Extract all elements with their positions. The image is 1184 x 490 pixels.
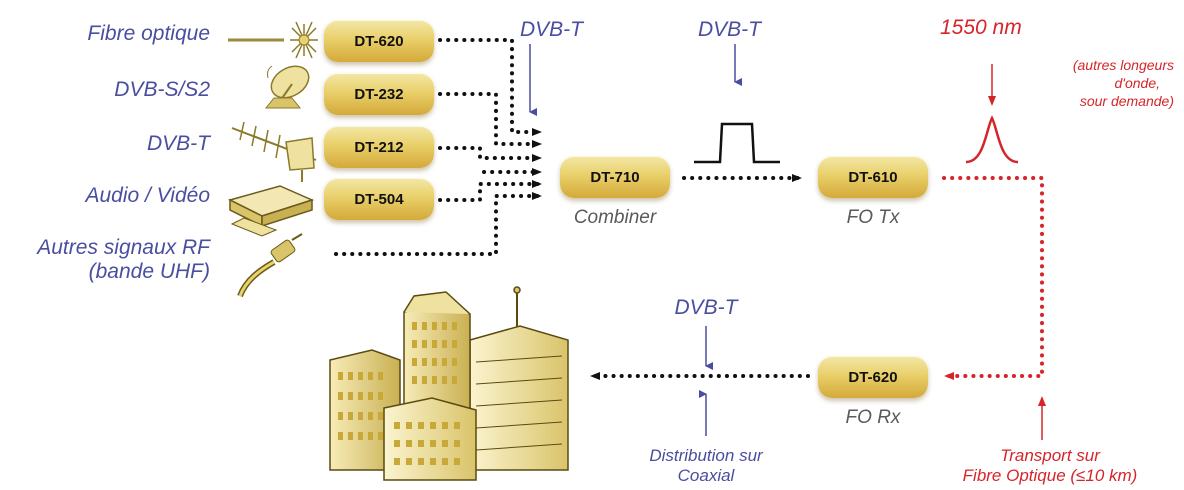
device-label: DT-620	[848, 368, 898, 386]
wavelength-note: (autres longeurs d'onde, sour demande)	[1073, 56, 1174, 111]
device-label: DT-710	[590, 168, 640, 186]
satellite-dish-icon	[264, 65, 310, 109]
device-label: DT-232	[354, 85, 404, 103]
transport-label-line1: Transport sur	[1000, 446, 1100, 465]
distribution-label-line2: Coaxial	[677, 465, 735, 485]
link-av-to-combiner	[438, 180, 542, 202]
rf-cable-icon	[237, 233, 303, 298]
wavelength-peak-shape	[965, 115, 1019, 164]
device-dt-504[interactable]: DT-504	[324, 178, 434, 220]
link-dvbt-to-combiner	[438, 146, 542, 162]
dvbt-spectrum-shape	[694, 122, 780, 164]
combiner-caption: Combiner	[573, 207, 657, 228]
coax-signal-label: DVB-T	[674, 296, 738, 319]
link-rf-to-combiner	[334, 192, 542, 256]
source-label-rf: Autres signaux RF (bande UHF)	[37, 236, 210, 284]
source-label-av: Audio / Vidéo	[85, 184, 210, 207]
distribution-label: Distribution sur Coaxial	[606, 446, 806, 485]
antenna-icon	[231, 121, 317, 182]
tx-input-signal-label: DVB-T	[698, 18, 761, 41]
source-label-rf-line2: (bande UHF)	[88, 260, 210, 284]
link-fibre-to-combiner	[438, 38, 542, 136]
laser-icon	[228, 21, 318, 59]
wavelength-label: 1550 nm	[940, 16, 1022, 39]
device-dt-232[interactable]: DT-232	[324, 73, 434, 115]
device-dt-620-input[interactable]: DT-620	[324, 20, 434, 62]
source-label-terrestrial: DVB-T	[147, 132, 210, 155]
device-dt-620-output[interactable]: DT-620	[818, 356, 928, 398]
source-label-rf-line1: Autres signaux RF	[37, 236, 210, 259]
distribution-label-line1: Distribution sur	[649, 446, 763, 465]
device-dt-212[interactable]: DT-212	[324, 126, 434, 168]
source-label-fibre: Fibre optique	[87, 22, 210, 45]
video-player-icon	[227, 185, 315, 237]
city-buildings-icon	[329, 286, 569, 481]
source-label-satellite: DVB-S/S2	[114, 78, 210, 101]
wavelength-note-line1: (autres longeurs	[1072, 57, 1174, 73]
wavelength-note-line3: sour demande)	[1079, 93, 1174, 110]
wavelength-note-line2: d'onde,	[1114, 75, 1161, 92]
device-label: DT-620	[354, 32, 404, 50]
rx-caption: FO Rx	[845, 407, 901, 428]
device-label: DT-504	[354, 190, 404, 208]
device-label: DT-610	[848, 168, 898, 186]
transport-label-line2: Fibre Optique (≤10 km)	[962, 465, 1138, 485]
link-sat-to-combiner	[438, 92, 542, 148]
device-label: DT-212	[354, 138, 404, 156]
transport-label: Transport sur Fibre Optique (≤10 km)	[930, 446, 1170, 485]
fiber-link	[942, 176, 1044, 380]
device-dt-710[interactable]: DT-710	[560, 156, 670, 198]
device-dt-610[interactable]: DT-610	[818, 156, 928, 198]
combiner-input-signal-label: DVB-T	[520, 18, 583, 41]
tx-caption: FO Tx	[846, 207, 900, 228]
